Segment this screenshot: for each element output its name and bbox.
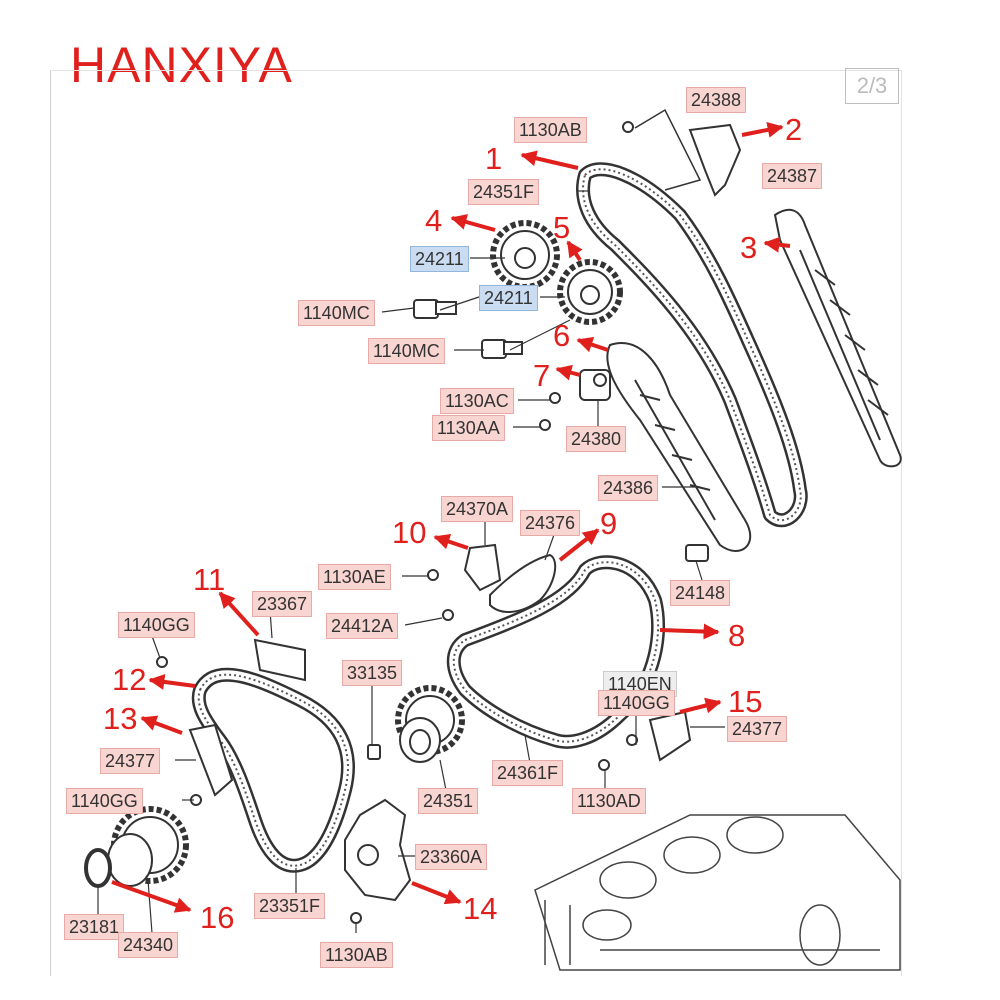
callout-2: 2 [785, 112, 803, 147]
callout-6: 6 [553, 318, 571, 353]
callout-13: 13 [103, 701, 138, 736]
part-label-1140MC-a: 1140MC [298, 300, 375, 326]
callout-7: 7 [533, 358, 551, 393]
seal-23181 [84, 848, 112, 888]
callout-1: 1 [485, 141, 503, 176]
part-label-1140GG-b: 1140GG [598, 690, 675, 716]
brand-watermark: HANXIYA [70, 37, 293, 93]
part-label-24386: 24386 [598, 475, 659, 501]
chain-guide-24388 [688, 123, 742, 197]
callout-arrows [111, 121, 791, 913]
pin-33135 [367, 744, 381, 760]
chain-guide-24387 [773, 208, 902, 468]
part-label-24211-b: 24211 [479, 285, 538, 311]
part-label-24377-right: 24377 [727, 716, 788, 742]
guide-24377-right [648, 710, 692, 762]
part-label-24388: 24388 [686, 87, 747, 113]
part-label-24361F: 24361F [492, 760, 564, 786]
part-label-23351F: 23351F [254, 893, 326, 919]
callout-9: 9 [600, 506, 618, 541]
guide-23367 [253, 638, 306, 682]
sprocket-24211-lower [557, 259, 623, 325]
callout-15: 15 [728, 684, 763, 719]
part-label-1140MC-b: 1140MC [368, 338, 445, 364]
callout-5: 5 [553, 210, 571, 245]
tensioner-arm-24386 [606, 342, 752, 552]
callout-10: 10 [392, 515, 427, 550]
sprocket-24351 [395, 685, 465, 763]
part-label-33135: 33135 [342, 660, 403, 686]
part-label-1140GG-c: 1140GG [66, 788, 143, 814]
callout-3: 3 [740, 230, 758, 265]
callout-8: 8 [728, 618, 746, 653]
part-label-24351F: 24351F [468, 179, 540, 205]
part-label-23360A: 23360A [415, 844, 488, 870]
callout-16: 16 [200, 900, 235, 935]
part-label-24351: 24351 [418, 788, 479, 814]
part-label-1140GG-a: 1140GG [118, 612, 195, 638]
part-label-24377-left: 24377 [100, 748, 161, 774]
tensioner-24380 [579, 369, 611, 401]
page-indicator: 2/3 [845, 68, 899, 104]
callout-12: 12 [112, 662, 147, 697]
diagram-frame [50, 70, 902, 976]
callout-14: 14 [463, 891, 498, 926]
part-label-24387: 24387 [762, 163, 823, 189]
guide-24377-left [188, 723, 234, 797]
callout-11: 11 [193, 562, 226, 597]
part-label-1130AB-top: 1130AB [514, 117, 587, 143]
part-label-23181: 23181 [64, 914, 125, 940]
part-label-1130AB-bottom: 1130AB [320, 942, 393, 968]
part-label-1130AE: 1130AE [318, 564, 391, 590]
part-label-24380: 24380 [566, 426, 627, 452]
leader-24388 [634, 108, 702, 191]
guide-24376 [489, 553, 557, 613]
part-label-24211-a: 24211 [410, 246, 469, 272]
part-label-24412A: 24412A [326, 613, 399, 639]
part-label-23367: 23367 [252, 591, 313, 617]
part-label-1130AC: 1130AC [440, 388, 514, 414]
callout-4: 4 [425, 203, 443, 238]
guide-24370A [463, 543, 502, 592]
pump-23360A [344, 798, 412, 902]
leader-lines [97, 190, 725, 934]
sprocket-24340 [107, 806, 189, 887]
part-label-24148: 24148 [670, 580, 731, 606]
part-label-24370A: 24370A [441, 496, 514, 522]
part-label-24340: 24340 [118, 932, 179, 958]
sprocket-24211-upper [490, 220, 560, 290]
engine-block [534, 814, 901, 971]
part-label-1130AD: 1130AD [572, 788, 646, 814]
part-label-1130AA: 1130AA [432, 415, 505, 441]
part-label-24376: 24376 [520, 510, 581, 536]
